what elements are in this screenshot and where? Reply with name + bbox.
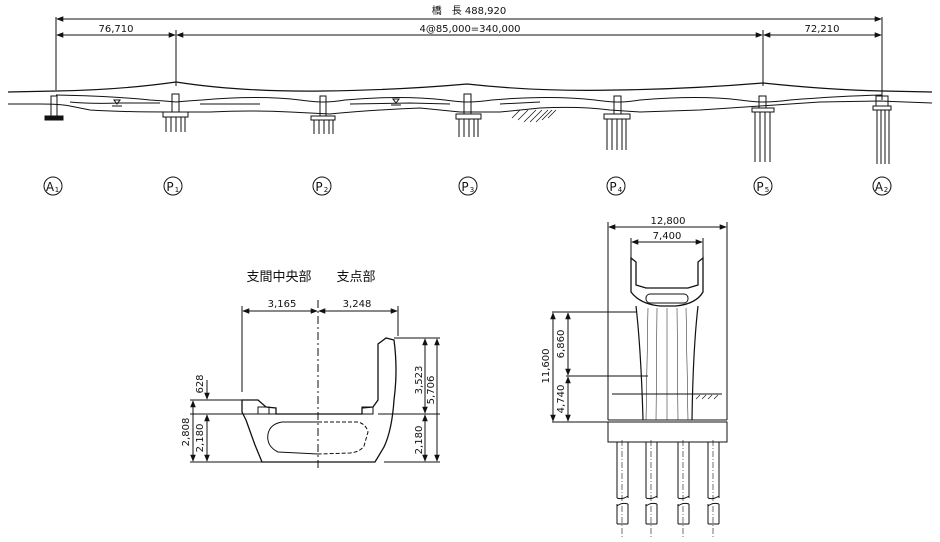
- svg-text:1: 1: [175, 186, 179, 194]
- pier-piles: [616, 440, 720, 538]
- girder-void-support: [317, 421, 369, 455]
- dim-h-2180-right: 2,180: [414, 426, 425, 455]
- pier-p1: [162, 93, 189, 132]
- pier-p3: [455, 93, 482, 137]
- dim-h-2808: 2,808: [181, 418, 192, 447]
- svg-text:P: P: [609, 180, 616, 194]
- dim-h-2180-left: 2,180: [195, 424, 206, 453]
- dim-w-12800: 12,800: [651, 216, 686, 227]
- svg-text:5: 5: [765, 186, 769, 194]
- pier-p2: [310, 95, 336, 134]
- dim-h-4740: 4,740: [556, 385, 567, 414]
- label-support: 支点部: [336, 270, 375, 285]
- abutment-a2: [872, 95, 892, 164]
- pier-footing: [607, 421, 728, 443]
- svg-text:2: 2: [884, 186, 888, 194]
- dim-h-3523: 3,523: [414, 366, 425, 395]
- bridge-elevation: [7, 16, 933, 164]
- svg-text:1: 1: [55, 186, 59, 194]
- pier-column: [635, 305, 699, 421]
- support-label-a2: A 2: [872, 176, 892, 196]
- svg-text:3: 3: [470, 186, 474, 194]
- girder-void-midspan: [267, 421, 319, 455]
- support-label-p1: P 1: [163, 176, 183, 196]
- span-a1-p1-label: 76,710: [99, 24, 134, 35]
- svg-text:2: 2: [324, 186, 328, 194]
- abutment-a1: [44, 95, 64, 121]
- svg-text:P: P: [166, 180, 173, 194]
- dimension-total-length: [55, 16, 883, 100]
- support-label-p5: P 5: [753, 176, 773, 196]
- pier-top-girder: [630, 256, 704, 307]
- label-midspan: 支間中央部: [246, 270, 311, 285]
- girder-top-line: [7, 81, 933, 93]
- girder-section-outline: [241, 337, 397, 463]
- svg-text:4: 4: [618, 186, 623, 194]
- ground-line: [8, 100, 933, 115]
- dim-h-5706: 5,706: [426, 376, 437, 405]
- support-label-p2: P 2: [312, 176, 332, 196]
- pier-p4: [603, 95, 631, 150]
- dim-w-left: 3,165: [268, 299, 297, 310]
- dim-w-7400: 7,400: [653, 231, 682, 242]
- dimension-spans: [56, 30, 882, 86]
- dim-h-6860: 6,860: [556, 330, 567, 359]
- river-bed-line: [69, 101, 541, 105]
- support-label-p4: P 4: [606, 176, 626, 196]
- water-level-marks: [112, 98, 401, 107]
- dim-top-slab: 628: [195, 374, 206, 393]
- span-p5-a2-label: 72,210: [805, 24, 840, 35]
- support-label-a1: A 1: [43, 176, 63, 196]
- support-label-p3: P 3: [458, 176, 478, 196]
- dim-w-right: 3,248: [343, 299, 372, 310]
- dim-h-11600: 11,600: [541, 349, 552, 384]
- pier-cross-section: [550, 222, 728, 538]
- svg-text:P: P: [315, 180, 322, 194]
- ground-hatch: [511, 109, 557, 123]
- span-middle-label: 4@85,000=340,000: [419, 24, 520, 35]
- girder-cross-section: [190, 300, 440, 470]
- support-labels: A 1 P 1 P 2 P 3 P 4 P 5 A: [43, 176, 892, 196]
- svg-text:P: P: [756, 180, 763, 194]
- girder-bottom-line: [55, 94, 883, 103]
- pier-p5: [751, 95, 775, 162]
- svg-text:A: A: [46, 180, 55, 194]
- svg-text:A: A: [875, 180, 884, 194]
- total-length-label: 橋 長 488,920: [432, 4, 507, 17]
- svg-text:P: P: [461, 180, 468, 194]
